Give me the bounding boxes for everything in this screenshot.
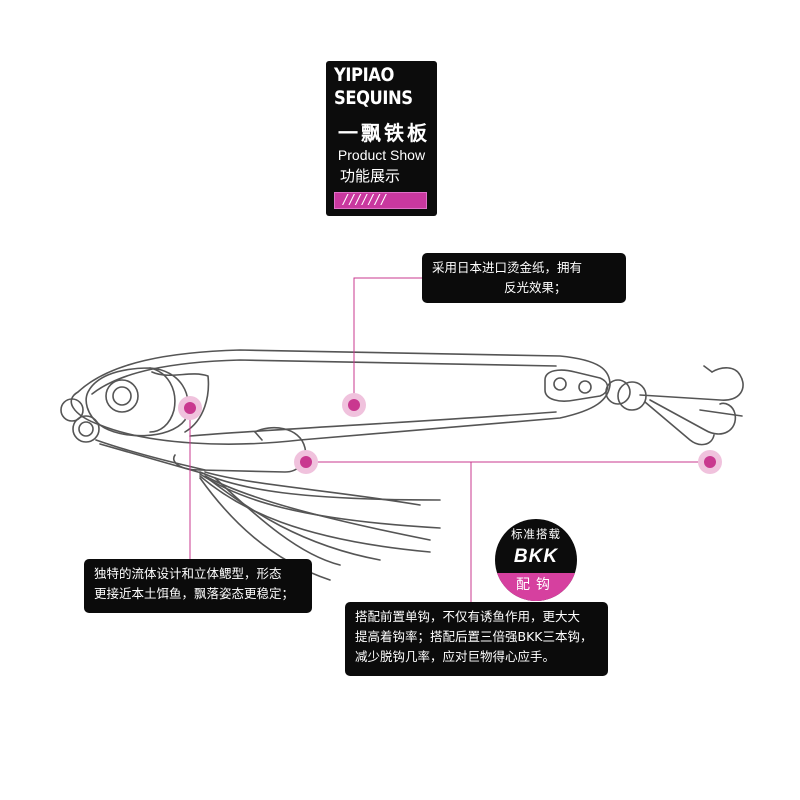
callout-line: 搭配前置单钩，不仅有诱鱼作用，更大大	[355, 607, 598, 627]
callout-line: 反光效果；	[432, 278, 616, 298]
callout-line: 独特的流体设计和立体鳃型，形态	[94, 564, 302, 584]
subtitle-english: Product Show	[326, 147, 437, 163]
brand-line-2: SEQUINS	[334, 88, 420, 109]
assist-hook	[174, 428, 306, 472]
bkk-logo: BKK	[495, 546, 577, 568]
stripe-bar: ///////	[334, 192, 427, 209]
bkk-badge-bottom-text: 配钩	[495, 573, 577, 601]
callout-foil-paper: 采用日本进口烫金纸，拥有 反光效果；	[422, 253, 626, 303]
callout-line: 采用日本进口烫金纸，拥有	[432, 258, 616, 278]
pointer-line-top	[354, 278, 422, 405]
bkk-badge-top-text: 标准搭载	[495, 526, 577, 542]
bkk-hook-badge: 标准搭载 BKK 配钩	[495, 519, 577, 601]
title-badge: YIPIAO SEQUINS 一飘铁板 Product Show 功能展示 //…	[326, 61, 437, 216]
callout-body-design: 独特的流体设计和立体鳃型，形态 更接近本土饵鱼，飘落姿态更稳定；	[84, 559, 312, 613]
subtitle-chinese: 功能展示	[340, 165, 400, 186]
lure-eye	[106, 380, 138, 412]
treble-hook	[640, 368, 743, 400]
callout-line: 提高着钩率；搭配后置三倍强BKK三本钩，	[355, 627, 598, 647]
callout-line: 减少脱钩几率，应对巨物得心应手。	[355, 647, 598, 667]
tinsel-skirt	[200, 472, 440, 500]
brand-chinese-name: 一飘铁板	[332, 117, 436, 146]
callout-hooks: 搭配前置单钩，不仅有诱鱼作用，更大大 提高着钩率；搭配后置三倍强BKK三本钩， …	[345, 602, 608, 676]
brand-line-1: YIPIAO	[334, 65, 420, 86]
lure-body	[71, 350, 610, 444]
callout-line: 更接近本土饵鱼，飘落姿态更稳定；	[94, 584, 302, 604]
